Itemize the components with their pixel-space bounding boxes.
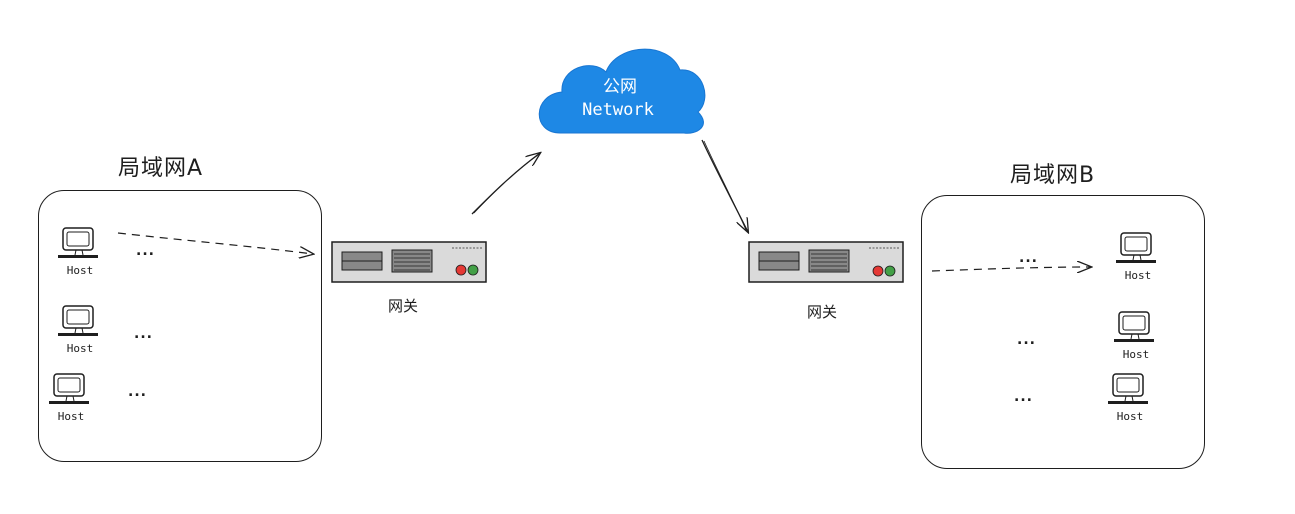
arrow-gateway-a-to-cloud bbox=[471, 153, 540, 215]
host-icon: Host bbox=[1110, 230, 1166, 286]
ellipsis: ... bbox=[1017, 332, 1036, 348]
host-icon: Host bbox=[43, 371, 99, 427]
host-label: Host bbox=[66, 342, 94, 355]
arrow-cloud-to-gateway-b bbox=[701, 139, 748, 232]
ellipsis: ... bbox=[136, 243, 155, 259]
gateway-label: 网关 bbox=[388, 297, 419, 315]
host-icon: Host bbox=[1102, 371, 1158, 427]
host-icon: Host bbox=[52, 225, 108, 281]
lan-a-title: 局域网A bbox=[118, 156, 204, 181]
dashed-arrow-lan-a bbox=[117, 232, 313, 254]
host-icon: Host bbox=[52, 303, 108, 359]
host-label: Host bbox=[1116, 410, 1144, 423]
ellipsis: ... bbox=[128, 384, 147, 400]
host-label: Host bbox=[1122, 348, 1150, 361]
lan-a-box bbox=[38, 190, 322, 462]
gateway-device-icon bbox=[330, 240, 490, 290]
cloud-subtitle: Network bbox=[582, 100, 654, 120]
gateway-label: 网关 bbox=[807, 303, 838, 321]
lan-b-box bbox=[921, 195, 1205, 469]
ellipsis: ... bbox=[1019, 250, 1038, 266]
gateway-device-icon bbox=[747, 240, 907, 290]
host-label: Host bbox=[57, 410, 85, 423]
dashed-arrow-lan-b bbox=[931, 267, 1091, 271]
host-label: Host bbox=[66, 264, 94, 277]
host-label: Host bbox=[1124, 269, 1152, 282]
host-icon: Host bbox=[1108, 309, 1164, 365]
ellipsis: ... bbox=[134, 326, 153, 342]
lan-b-title: 局域网B bbox=[1010, 163, 1096, 188]
ellipsis: ... bbox=[1014, 389, 1033, 405]
cloud-title: 公网 bbox=[603, 77, 637, 97]
cloud-icon bbox=[538, 48, 706, 134]
